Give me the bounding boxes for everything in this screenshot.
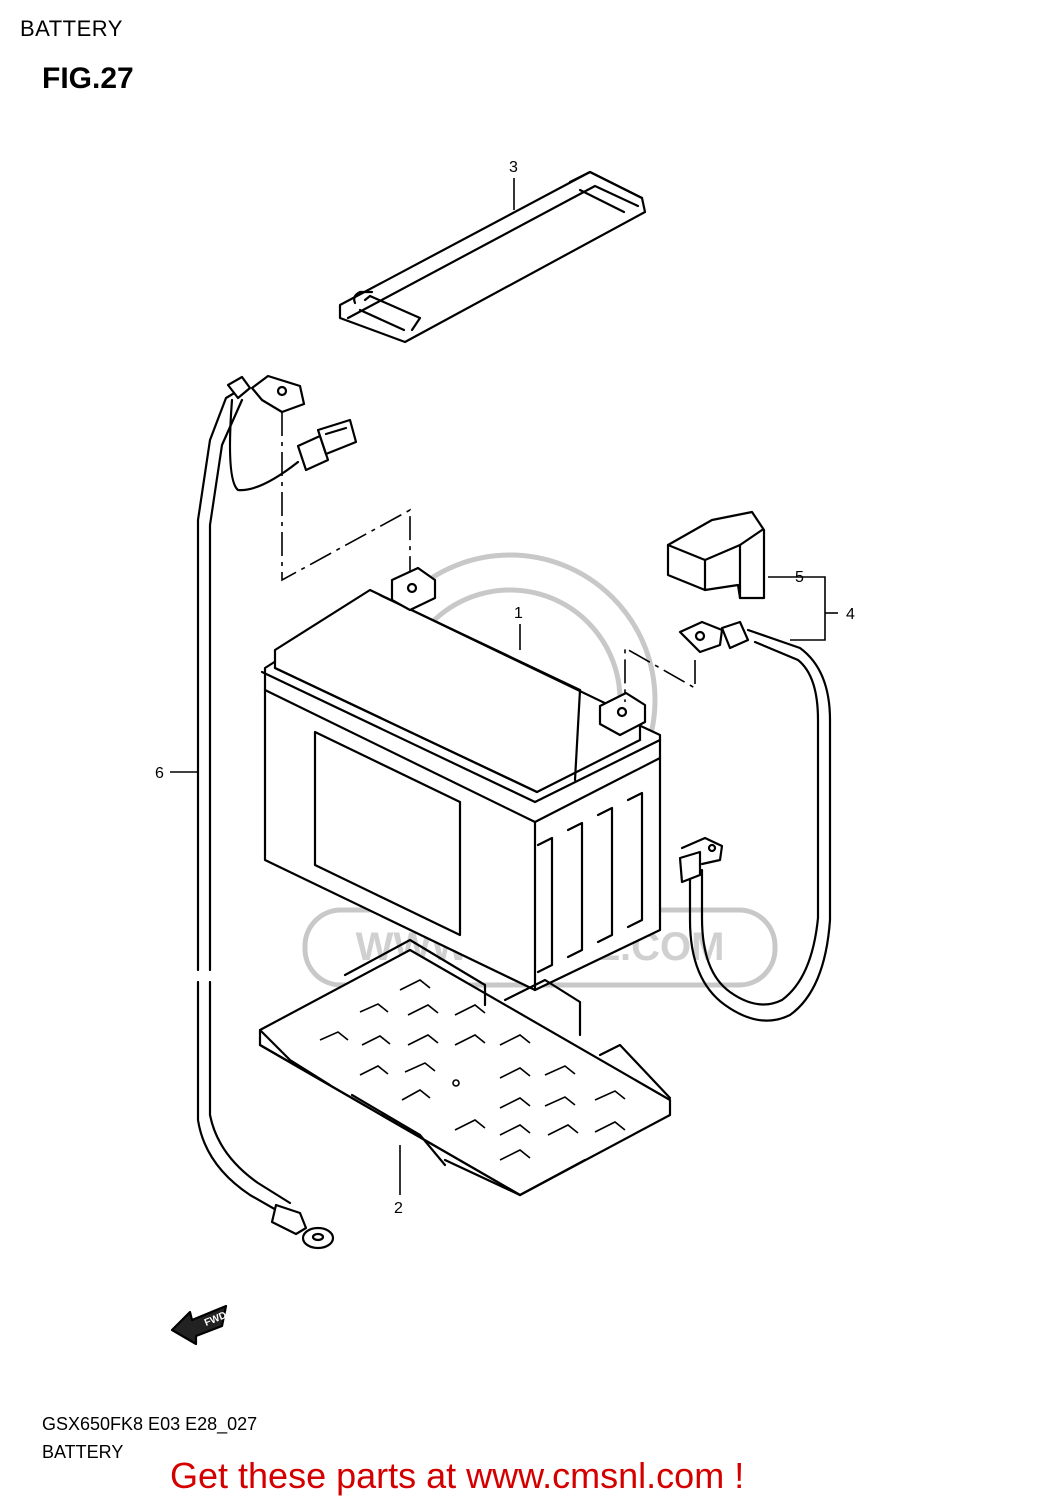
tray-slots bbox=[319, 979, 626, 1161]
battery-cable bbox=[678, 620, 832, 1022]
battery-band bbox=[338, 170, 647, 344]
callout-4: 4 bbox=[846, 606, 855, 623]
model-code: GSX650FK8 E03 E28_027 bbox=[42, 1414, 258, 1434]
page-header-title: BATTERY bbox=[20, 16, 123, 41]
battery-tray bbox=[258, 938, 672, 1197]
callout-6: 6 bbox=[155, 765, 164, 782]
battery bbox=[260, 566, 662, 992]
promo-link[interactable]: Get these parts at www.cmsnl.com ! bbox=[170, 1455, 745, 1496]
callout-1: 1 bbox=[514, 605, 523, 622]
callout-3: 3 bbox=[509, 159, 518, 176]
figure-title: FIG.27 bbox=[42, 62, 134, 95]
footer-section-name: BATTERY bbox=[42, 1442, 124, 1462]
callout-2: 2 bbox=[394, 1200, 403, 1217]
lead-wire bbox=[196, 374, 358, 1250]
battery-cells bbox=[536, 791, 644, 974]
forward-direction-arrow: FWD bbox=[170, 1304, 228, 1346]
terminal-cover bbox=[666, 510, 766, 600]
